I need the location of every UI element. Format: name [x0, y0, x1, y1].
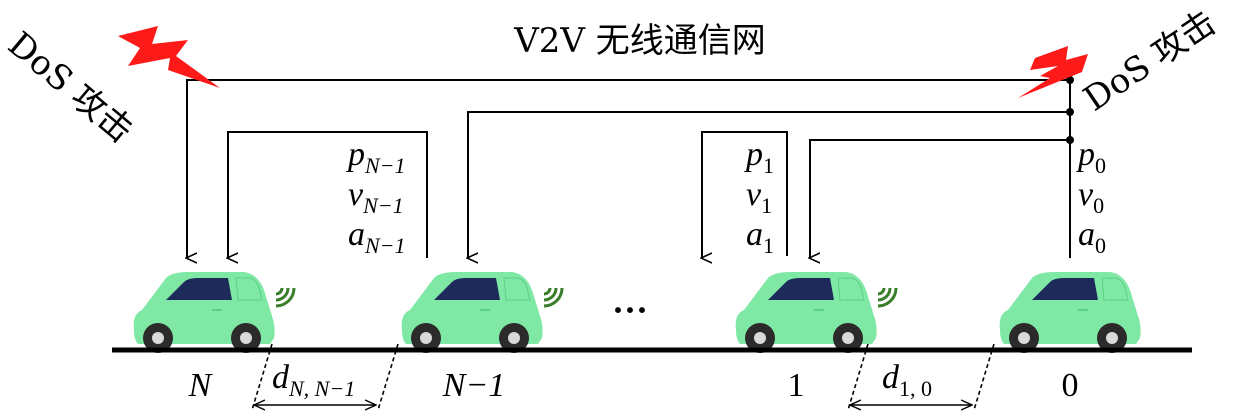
dos-label-right: DoS 攻击 [1077, 3, 1224, 120]
vehicles [133, 272, 1141, 353]
car-n-icon [133, 272, 275, 353]
vehicle-label-0: 0 [1062, 367, 1079, 404]
link-1-self [702, 131, 788, 258]
distance-marker-n [251, 343, 399, 410]
wifi-signal-icon [877, 287, 898, 308]
svg-text:p0: p0 [1076, 136, 1106, 178]
distance-marker-1 [847, 343, 995, 410]
network-wiring [187, 76, 1074, 258]
svg-text:aN−1: aN−1 [348, 216, 406, 258]
link-0-to-1 [810, 139, 1070, 258]
vehicle-label-n-minus-1: N−1 [442, 367, 506, 404]
distance-label-n: dN, N−1 [272, 359, 355, 401]
car-1-icon [735, 272, 877, 353]
wifi-signal-icon [275, 287, 296, 308]
car-n-minus-1-icon [401, 272, 543, 353]
network-title: V2V 无线通信网 [513, 21, 766, 61]
lightning-icon-right [1018, 46, 1088, 98]
svg-text:v1: v1 [746, 176, 772, 218]
vehicle-label-n: N [188, 367, 214, 404]
link-n-minus-1-to-n [228, 131, 428, 258]
svg-text:a1: a1 [746, 216, 774, 258]
signal-labels-0: p0 v0 a0 [1076, 136, 1106, 258]
vehicle-label-1: 1 [788, 367, 805, 404]
car-0-icon [999, 272, 1141, 353]
wifi-signal-icon [543, 287, 564, 308]
svg-text:vN−1: vN−1 [348, 176, 404, 218]
v2v-bus-line [187, 79, 1070, 258]
distance-label-1: d1, 0 [882, 359, 932, 401]
link-0-to-n-minus-1 [468, 111, 1070, 258]
ellipsis: ··· [612, 290, 648, 330]
lightning-icon-left [118, 26, 220, 88]
signal-labels-n-minus-1: pN−1 vN−1 aN−1 [346, 136, 406, 258]
svg-text:p1: p1 [744, 136, 774, 178]
signal-labels-1: p1 v1 a1 [744, 136, 774, 258]
svg-text:v0: v0 [1078, 176, 1104, 218]
dos-label-left: DoS 攻击 [0, 24, 140, 151]
svg-text:a0: a0 [1078, 216, 1106, 258]
svg-text:pN−1: pN−1 [346, 136, 406, 178]
